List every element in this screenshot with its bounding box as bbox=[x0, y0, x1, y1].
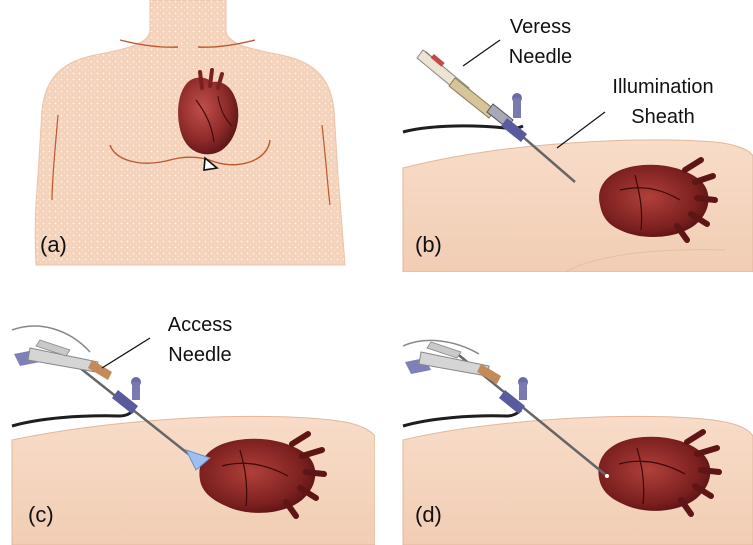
advanced-scene bbox=[395, 290, 753, 545]
panel-b: Veress Needle Illumination Sheath (b) bbox=[395, 0, 753, 272]
access-label-line2: Needle bbox=[150, 340, 250, 370]
panel-a-label: (a) bbox=[40, 232, 67, 258]
body-surface bbox=[12, 416, 375, 545]
access-needle-label: Access Needle bbox=[150, 310, 250, 370]
panel-d-label: (d) bbox=[415, 502, 442, 528]
panel-d: (d) bbox=[395, 290, 753, 545]
access-callout-line bbox=[102, 338, 150, 368]
illumination-sheath-label: Illumination Sheath bbox=[593, 72, 733, 132]
panel-b-label: (b) bbox=[415, 232, 442, 258]
sheath-label-line1: Illumination bbox=[593, 72, 733, 102]
panel-c-label: (c) bbox=[28, 502, 54, 528]
sheath-label-line2: Sheath bbox=[593, 102, 733, 132]
veress-label-line1: Veress bbox=[493, 12, 588, 42]
access-label-line1: Access bbox=[150, 310, 250, 340]
veress-label-line2: Needle bbox=[493, 42, 588, 72]
panel-a: (a) bbox=[0, 0, 375, 272]
veress-needle-label: Veress Needle bbox=[493, 12, 588, 72]
needle-tip-icon bbox=[605, 474, 609, 478]
panel-c: Access Needle (c) bbox=[0, 290, 375, 545]
